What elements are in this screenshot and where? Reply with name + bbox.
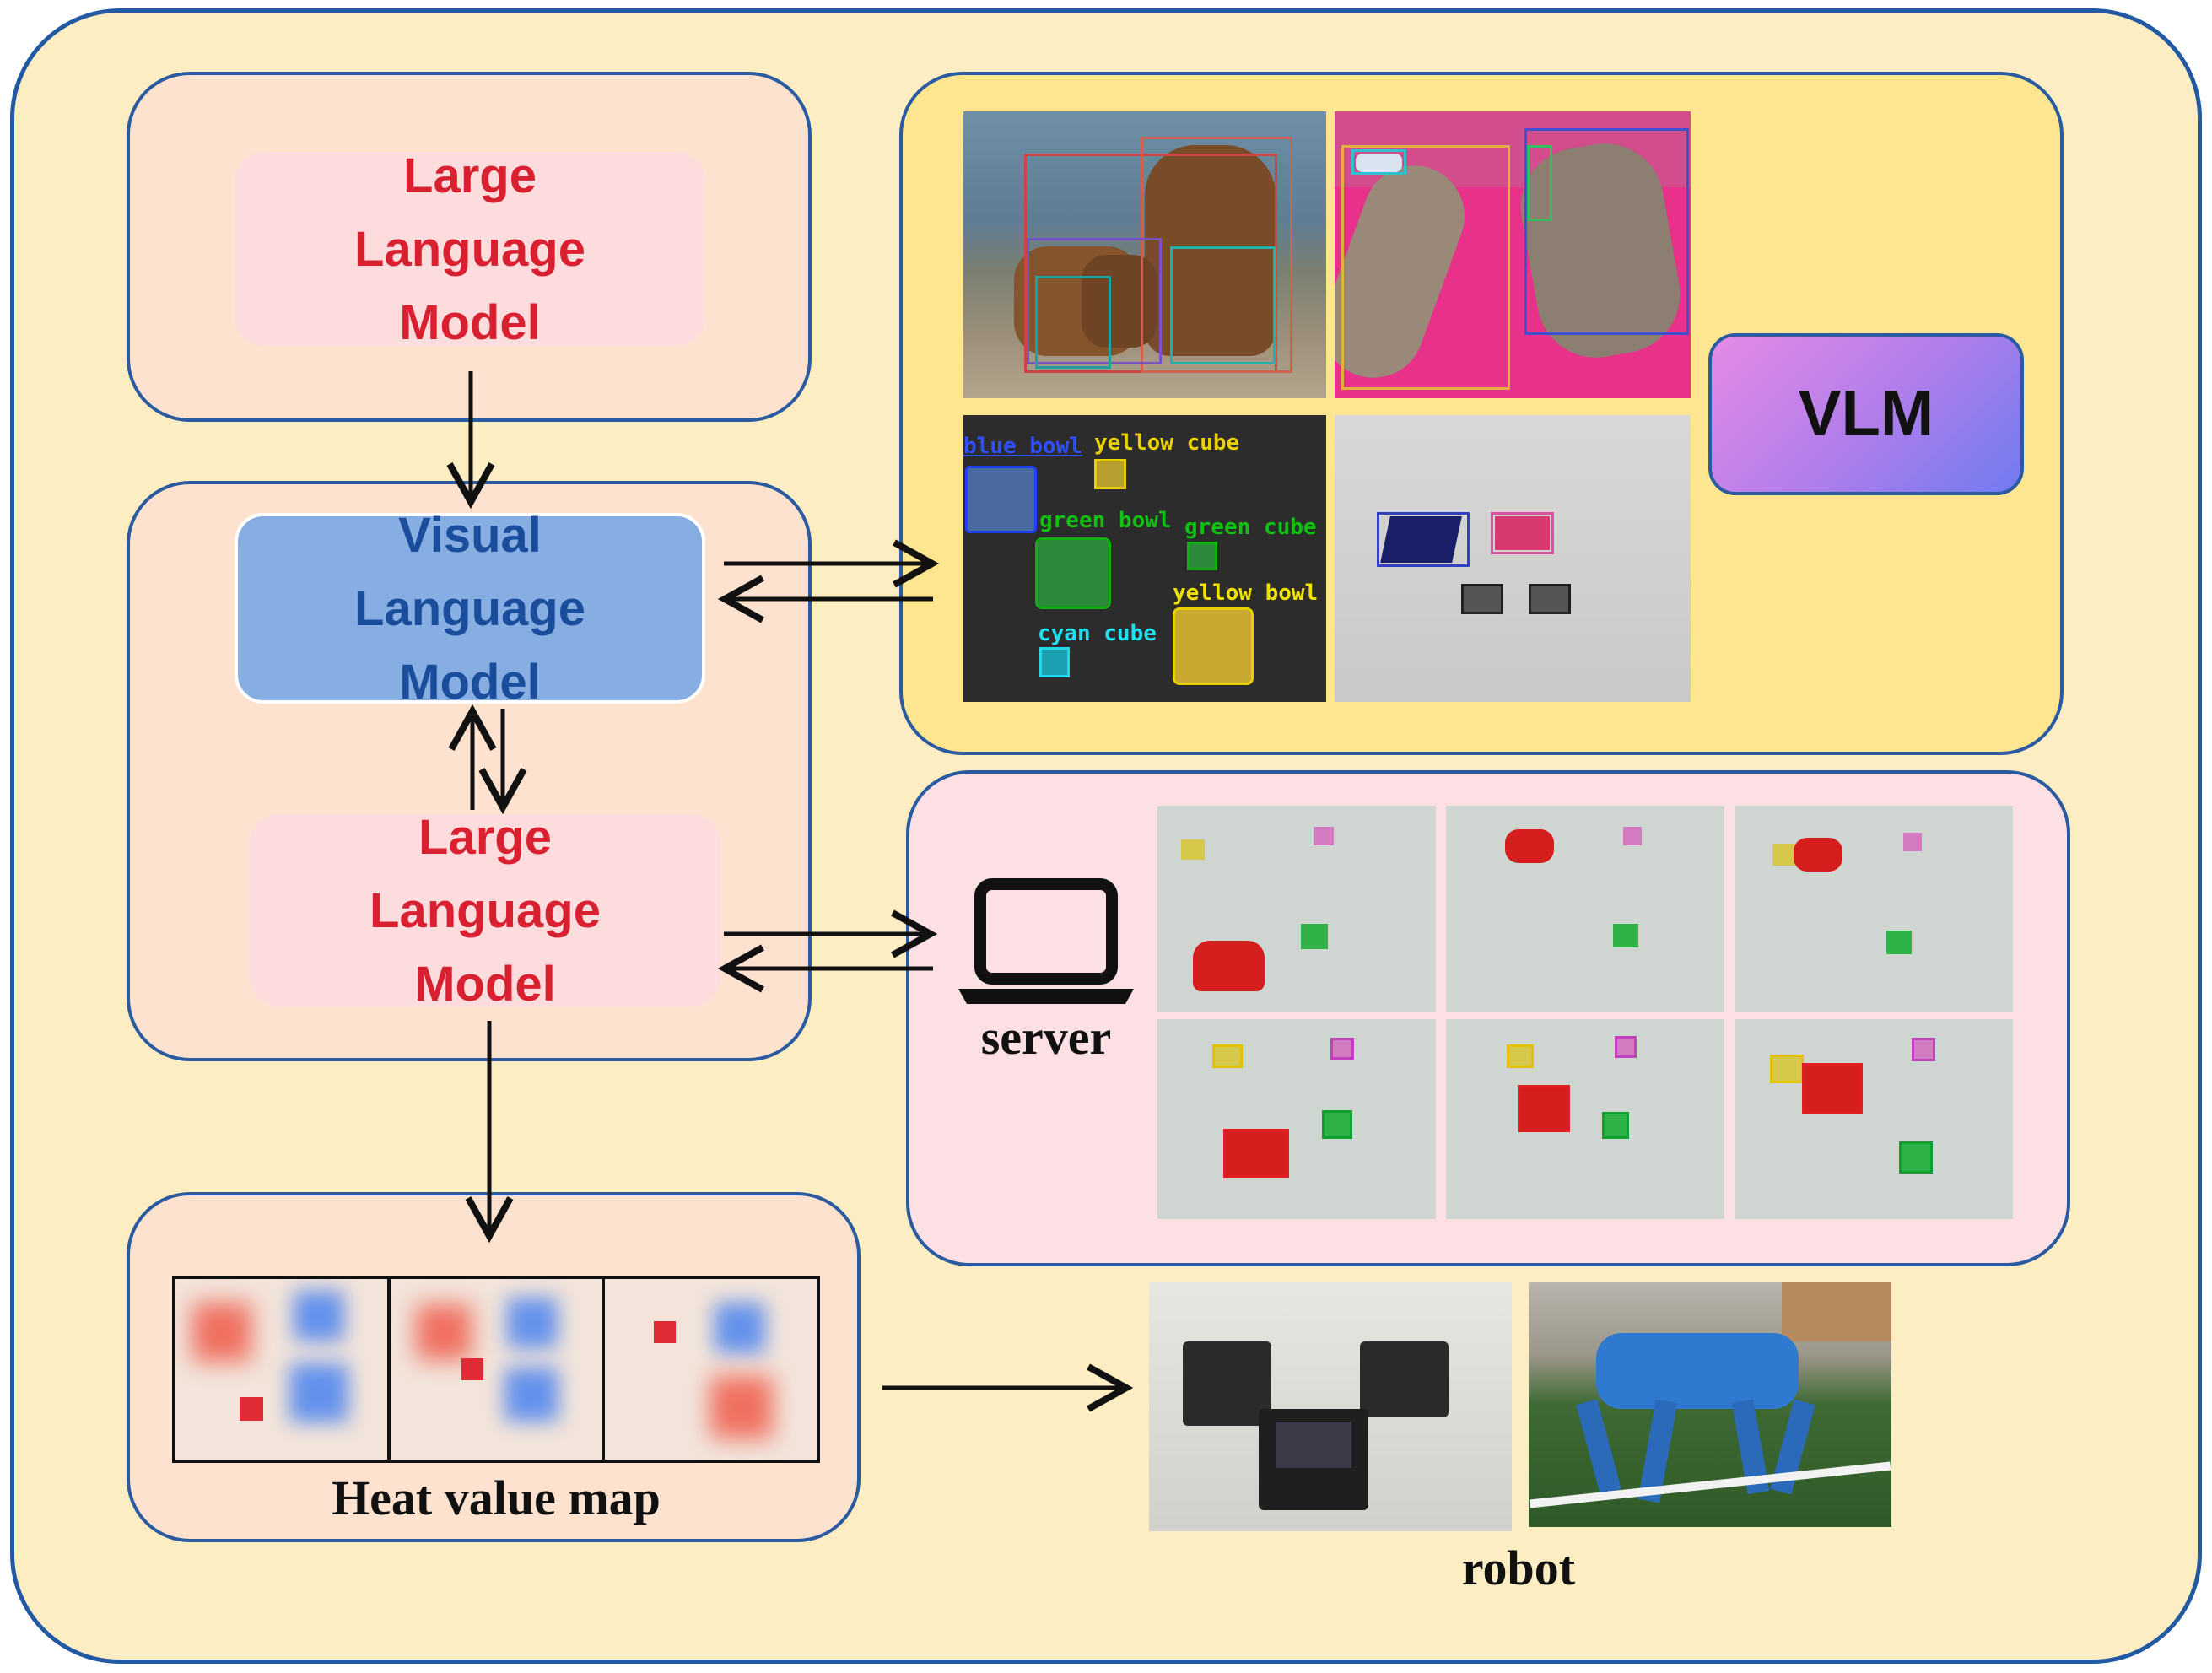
frame-1	[1157, 806, 1436, 1012]
heat-map-label: Heat value map	[332, 1471, 661, 1525]
llm-box-top: Large Language Model	[235, 148, 705, 350]
frame-4	[1157, 1019, 1436, 1219]
frame-5	[1446, 1019, 1724, 1219]
heat-map-cell-2	[391, 1279, 606, 1460]
laptop-icon	[953, 877, 1139, 1012]
robot-photo-cars	[1149, 1282, 1512, 1531]
heat-map-cell-1	[175, 1279, 391, 1460]
heat-map-grid	[172, 1276, 820, 1463]
frame-6	[1735, 1019, 2013, 1219]
tag-yellow-cube: yellow cube	[1094, 430, 1240, 456]
detection-image-cats	[1335, 111, 1691, 398]
tag-yellow-bowl: yellow bowl	[1173, 580, 1319, 606]
llm-box-mid: Large Language Model	[250, 810, 720, 1012]
server-label: server	[980, 1010, 1112, 1065]
tag-cyan-cube: cyan cube	[1038, 621, 1157, 646]
detection-image-objects: blue bowl yellow cube green bowl green c…	[963, 415, 1326, 702]
detection-image-bears	[963, 111, 1326, 398]
tag-green-bowl: green bowl	[1039, 508, 1172, 533]
frame-3	[1735, 806, 2013, 1012]
robot-photo-dog	[1529, 1282, 1891, 1527]
robot-label: robot	[1461, 1541, 1576, 1595]
vlm-badge: VLM	[1708, 333, 2024, 495]
frame-2	[1446, 806, 1724, 1012]
tag-green-cube: green cube	[1184, 515, 1317, 540]
heat-map-cell-3	[605, 1279, 817, 1460]
vlm-box: Visual Language Model	[235, 508, 705, 710]
server-image-grid	[1157, 806, 2013, 1219]
detection-image-floor	[1335, 415, 1691, 702]
tag-blue-bowl: blue bowl	[963, 434, 1082, 459]
